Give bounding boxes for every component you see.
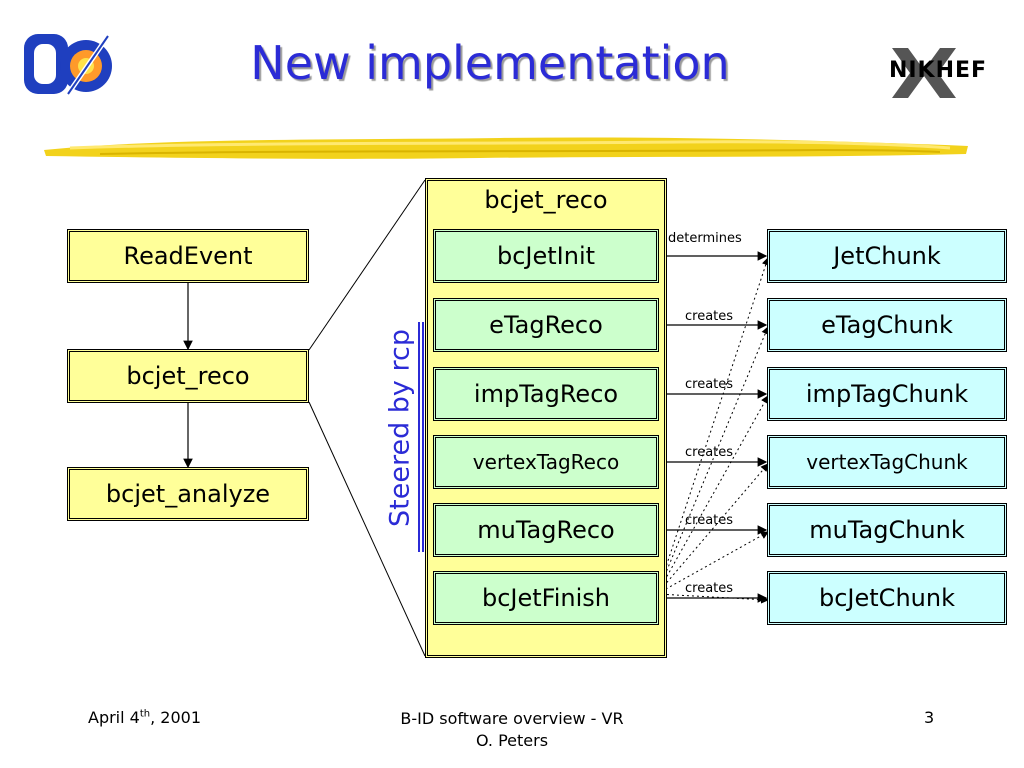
label-creates-mutag: creates	[685, 513, 734, 528]
footer-date-prefix: April 4	[88, 708, 140, 727]
footer-date-sup: th	[139, 708, 151, 720]
footer-center-line1: B-ID software overview - VR	[400, 709, 624, 728]
readevent-box: ReadEvent	[67, 229, 309, 283]
footer-center: B-ID software overview - VR O. Peters	[362, 708, 662, 752]
zoom-line-top	[308, 179, 426, 351]
chunk-jetchunk: JetChunk	[767, 229, 1007, 283]
footer-date: April 4th, 2001	[88, 708, 201, 727]
footer-center-line2: O. Peters	[475, 731, 549, 750]
nikhef-text: NIKHEF	[888, 58, 988, 83]
dotted-arrow-to-mutagchunk	[656, 531, 769, 595]
nikhef-logo: NIKHEF	[868, 42, 1008, 104]
footer-date-suffix: , 2001	[150, 708, 201, 727]
module-bcjetfinish: bcJetFinish	[433, 571, 659, 625]
label-creates-vertextag: creates	[685, 445, 734, 460]
chunk-mutagchunk: muTagChunk	[767, 503, 1007, 557]
label-creates-etag: creates	[685, 309, 734, 324]
dotted-arrow-to-jetchunk	[656, 257, 770, 595]
module-bcjetinit: bcJetInit	[433, 229, 659, 283]
chunk-imptagchunk: impTagChunk	[767, 367, 1007, 421]
chunk-vertextagchunk: vertexTagChunk	[767, 435, 1007, 489]
footer-page-number: 3	[924, 708, 935, 727]
bcjet-reco-box: bcjet_reco	[67, 349, 309, 403]
chunk-etagchunk: eTagChunk	[767, 298, 1007, 352]
dotted-arrow-to-imptagchunk	[656, 395, 769, 595]
module-mutagreco: muTagReco	[433, 503, 659, 557]
dotted-arrow-to-etagchunk	[656, 326, 770, 595]
label-creates-imptag: creates	[685, 377, 734, 392]
zoom-line-bottom	[308, 401, 426, 657]
label-determines: determines	[668, 231, 742, 246]
steer-underline-2	[422, 322, 424, 552]
module-imptagreco: impTagReco	[433, 367, 659, 421]
brush-stroke	[44, 137, 968, 159]
dotted-arrow-to-vertextagchunk	[656, 463, 769, 595]
d0-logo	[24, 34, 112, 96]
dotted-arrow-to-bcjetchunk	[656, 593, 769, 604]
bcjet-analyze-box: bcjet_analyze	[67, 467, 309, 521]
panel-title: bcjet_reco	[484, 186, 608, 214]
chunk-bcjetchunk: bcJetChunk	[767, 571, 1007, 625]
module-etagreco: eTagReco	[433, 298, 659, 352]
steered-by-rcp-label: Steered by rcp	[384, 329, 416, 527]
module-vertextagreco: vertexTagReco	[433, 435, 659, 489]
slide-title: New implementation	[250, 36, 730, 90]
steer-underline-1	[418, 322, 420, 552]
label-creates-bcjet: creates	[685, 581, 734, 596]
